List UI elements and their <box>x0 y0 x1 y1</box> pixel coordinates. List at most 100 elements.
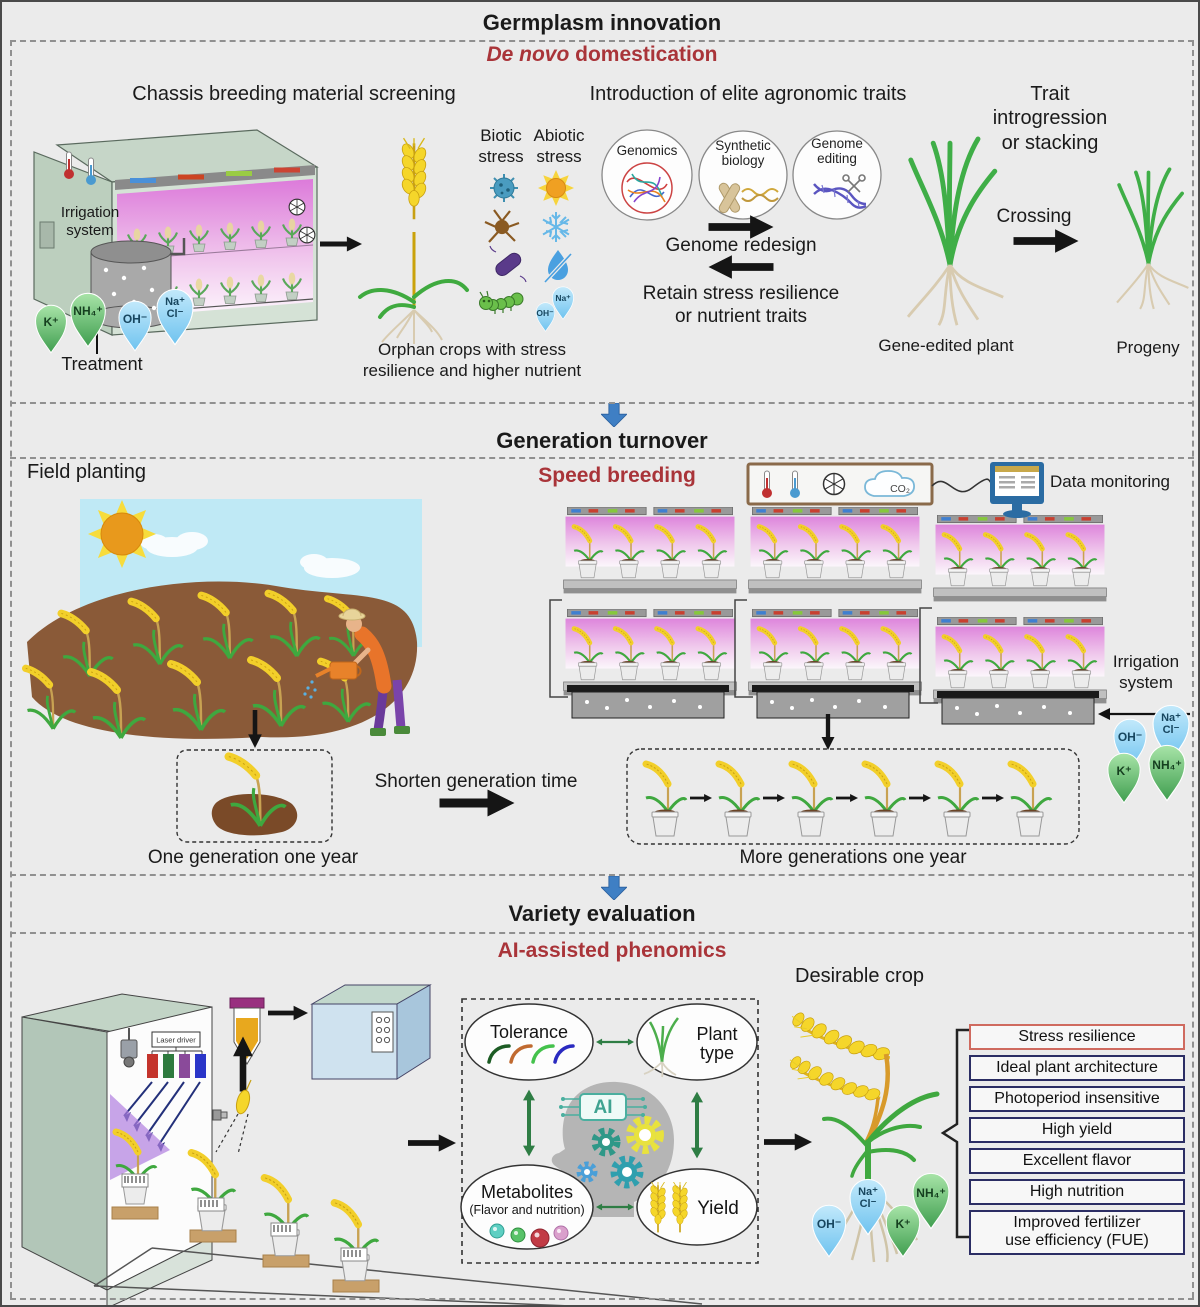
bacterium-icon <box>489 245 527 283</box>
section-title-variety-evaluation: Variety evaluation <box>508 901 696 926</box>
conveyor-illustration <box>93 1153 703 1305</box>
divider-s3-top <box>10 932 1194 934</box>
svg-text:OH⁻: OH⁻ <box>123 312 147 326</box>
svg-text:Na⁺: Na⁺ <box>165 296 185 308</box>
svg-text:Tolerance: Tolerance <box>490 1022 568 1042</box>
svg-text:Laser driver: Laser driver <box>156 1036 196 1045</box>
svg-text:NH₄⁺: NH₄⁺ <box>916 1186 945 1200</box>
scissors-icon <box>842 174 866 193</box>
arrow-phenomics-to-ai <box>408 1134 456 1152</box>
divider-s2-bottom <box>10 874 1194 876</box>
svg-text:editing: editing <box>817 151 857 166</box>
svg-text:Cl⁻: Cl⁻ <box>1163 724 1180 736</box>
ion-droplet-oh: OH⁻ <box>811 1204 847 1258</box>
genome-editing-circle: Genome editing <box>792 130 882 220</box>
caption-one-generation: One generation one year <box>147 847 359 868</box>
subtitle-speed-breeding: Speed breeding <box>538 464 696 487</box>
arrow-ai-to-crop <box>764 1133 812 1151</box>
sun-icon <box>538 170 574 206</box>
svg-text:NH₄⁺: NH₄⁺ <box>73 304 102 318</box>
trait-box-photoperiod-insensitive: Photoperiod insensitive <box>969 1086 1185 1113</box>
svg-text:Genomics: Genomics <box>617 143 678 158</box>
metabolites-node: Metabolites (Flavor and nutrition) <box>460 1164 594 1250</box>
grain-sample <box>215 1079 252 1155</box>
trait-box-high-yield: High yield <box>969 1117 1185 1144</box>
label-abiotic-stress: Abiotic stress <box>533 126 585 166</box>
tolerance-node: Tolerance <box>464 1003 594 1081</box>
label-shorten-generation: Shorten generation time <box>374 771 578 792</box>
label-treatment: Treatment <box>61 354 143 374</box>
svg-text:Cl⁻: Cl⁻ <box>167 308 184 320</box>
label-biotic-stress: Biotic stress <box>478 126 524 166</box>
arrow-tube-to-analyzer <box>268 1005 308 1021</box>
ion-droplet-k: K⁺ <box>885 1204 921 1258</box>
salinity-droplets-icon: Na⁺ OH⁻ <box>535 286 574 332</box>
pest-mite-icon <box>484 209 520 243</box>
progeny-plant-illustration <box>1115 167 1191 311</box>
barcode <box>121 1173 149 1188</box>
ai-analysis-box: AI Tolerance Plant type Metabolites (Fl <box>460 998 759 1264</box>
fan-icon <box>822 472 846 496</box>
svg-text:AI: AI <box>594 1097 613 1118</box>
shorten-generation-arrow <box>439 789 515 817</box>
svg-text:OH⁻: OH⁻ <box>1118 730 1142 744</box>
label-field-planting: Field planting <box>27 461 146 483</box>
svg-text:Na⁺: Na⁺ <box>858 1186 878 1198</box>
svg-text:biology: biology <box>722 153 765 168</box>
trait-box-ideal-plant-architecture: Ideal plant architecture <box>969 1055 1185 1082</box>
treatment-ion-droplets: K⁺ NH₄⁺ OH⁻ Na⁺Cl⁻ <box>35 288 194 354</box>
yield-node: Yield <box>636 1168 758 1246</box>
ion-droplet-nacl: Na⁺Cl⁻ <box>849 1178 887 1236</box>
stress-icons: Na⁺ OH⁻ <box>479 170 574 332</box>
subtitle-regular-part: domestication <box>569 43 718 66</box>
caption-more-generations: More generations one year <box>739 847 967 868</box>
sun-icon <box>88 500 156 568</box>
ion-droplet-nh4: NH₄⁺ <box>70 292 106 348</box>
camera-icon <box>120 1028 138 1068</box>
svg-text:(Flavor and nutrition): (Flavor and nutrition) <box>469 1203 584 1217</box>
one-generation-box <box>176 749 333 843</box>
technology-circles: Genomics Synthetic biology Genome editin… <box>601 129 882 221</box>
section-arrow-2 <box>601 876 627 900</box>
label-irrigation-system-2: Irrigation system <box>1112 652 1180 692</box>
trait-box-stress-resilience: Stress resilience <box>969 1024 1185 1051</box>
heading-elite-traits: Introduction of elite agronomic traits <box>589 83 907 105</box>
frame-right <box>1192 40 1194 1298</box>
ion-droplet-nacl: Na⁺Cl⁻ <box>156 288 194 346</box>
sensor-panel: CO₂ <box>746 462 993 506</box>
ion-droplet-k: K⁺ <box>1107 752 1141 804</box>
desirable-crop-illustration: Na⁺Cl⁻ OH⁻ NH₄⁺ K⁺ <box>788 1009 950 1263</box>
section-arrow-1 <box>601 403 627 427</box>
svg-text:Plant: Plant <box>696 1024 737 1044</box>
heading-chassis-screening: Chassis breeding material screening <box>132 83 456 105</box>
ion-droplet-oh: OH⁻ <box>118 300 152 352</box>
svg-text:K⁺: K⁺ <box>1117 764 1132 778</box>
divider-s2-top <box>10 457 1194 459</box>
trait-box-excellent-flavor: Excellent flavor <box>969 1148 1185 1175</box>
plant-type-node: Plant type <box>636 1003 758 1081</box>
ion-droplet-nh4: NH₄⁺ <box>912 1172 950 1230</box>
label-retain-traits: Retain stress resilience or nutrient tra… <box>642 283 840 328</box>
svg-text:K⁺: K⁺ <box>44 315 59 329</box>
heading-trait-introgression: Trait introgression or stacking <box>992 83 1108 154</box>
label-gene-edited-plant: Gene-edited plant <box>878 336 1014 355</box>
phenotyping-cabinet-illustration: Laser driver <box>21 993 228 1305</box>
figure-title: Germplasm innovation <box>482 10 722 35</box>
trait-box-improved-fue: Improved fertilizer use efficiency (FUE) <box>969 1210 1185 1255</box>
ion-droplet-oh: OH⁻ <box>1113 718 1147 770</box>
water-tanks <box>567 685 1099 725</box>
caption-orphan-crops: Orphan crops with stress resilience and … <box>362 340 582 380</box>
subtitle-ai-phenomics: AI-assisted phenomics <box>497 939 727 962</box>
co2-cloud-icon: CO₂ <box>864 470 915 497</box>
subtitle-de-novo-domestication: De novo domestication <box>486 42 717 68</box>
analyzer-machine-illustration <box>310 984 432 1080</box>
gear-icon <box>576 1116 664 1189</box>
svg-text:Cl⁻: Cl⁻ <box>860 1198 877 1210</box>
svg-text:OH⁻: OH⁻ <box>536 308 554 318</box>
snowflake-icon <box>542 212 570 242</box>
trait-bracket <box>940 1028 977 1239</box>
irrigation-inflow: OH⁻ Na⁺Cl⁻ K⁺ NH₄⁺ <box>1098 704 1190 804</box>
arrow-chamber-down <box>821 714 835 750</box>
